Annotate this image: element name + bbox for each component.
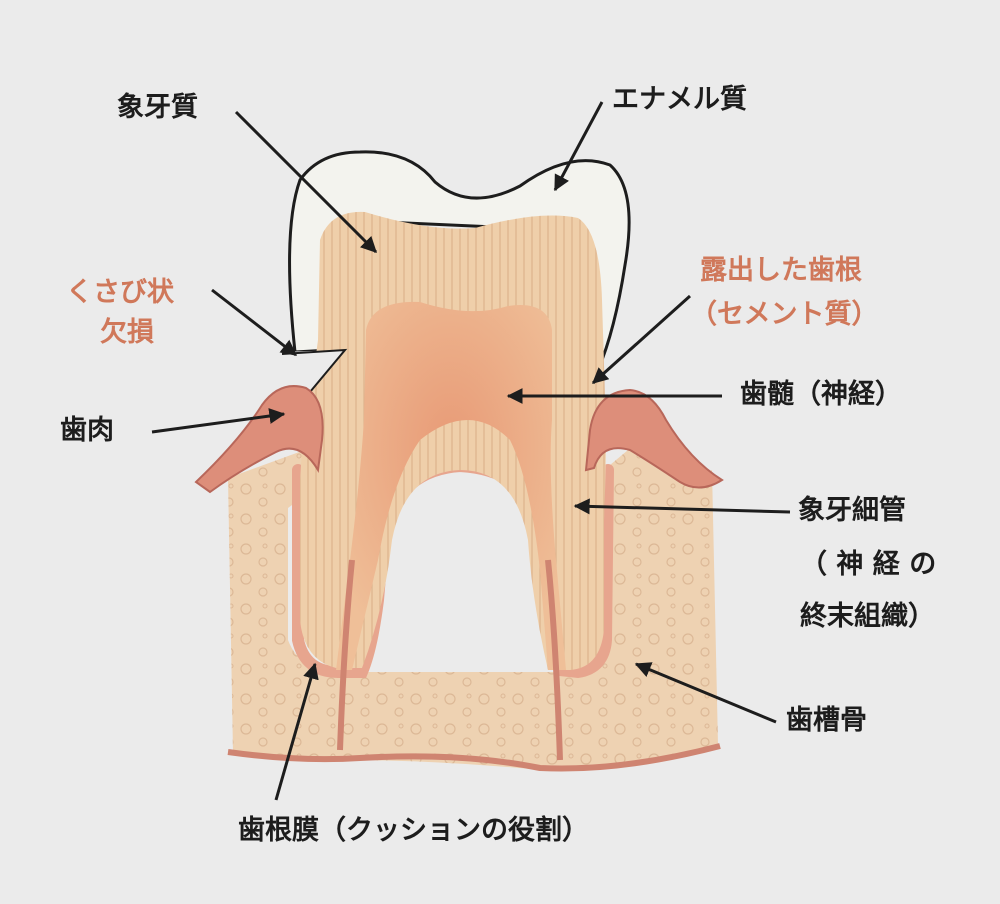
arrow-exposed-root [591, 294, 692, 385]
arrow-dentin [234, 110, 378, 254]
arrow-periodontal-ligament [274, 662, 319, 801]
nerve-canal-left [337, 559, 355, 751]
arrow-dentinal-tubules [573, 498, 791, 515]
arrow-alveolar-bone [634, 662, 777, 724]
label-dentinal-tubules-line3: 終末組織） [800, 601, 935, 632]
label-dentinal-tubules-line1: 象牙細管 [798, 495, 906, 526]
arrow-gingiva [151, 408, 286, 434]
label-alveolar-bone: 歯槽骨 [786, 705, 867, 736]
label-exposed-root-line2: （セメント質） [690, 299, 879, 330]
arrow-wedge-defect [211, 288, 298, 357]
bone-base-line [227, 743, 721, 772]
label-dentinal-tubules-line2: （ 神 経 の [800, 549, 937, 580]
gum-left [194, 385, 324, 494]
gum-right [584, 388, 724, 489]
label-gingiva: 歯肉 [60, 415, 114, 446]
arrow-enamel [553, 101, 604, 192]
label-pulp: 歯髄（神経） [740, 379, 902, 410]
wedge-defect [278, 350, 345, 392]
label-wedge-defect-line1: くさび状 [66, 277, 174, 308]
enamel-layer [288, 150, 631, 374]
nerve-canal-right [545, 559, 563, 761]
label-enamel: エナメル質 [612, 84, 747, 115]
label-wedge-defect-line2: 欠損 [100, 317, 154, 348]
label-periodontal-ligament: 歯根膜（クッションの役割） [238, 815, 589, 846]
label-dentin: 象牙質 [117, 92, 198, 123]
label-exposed-root-line1: 露出した歯根 [700, 255, 862, 286]
